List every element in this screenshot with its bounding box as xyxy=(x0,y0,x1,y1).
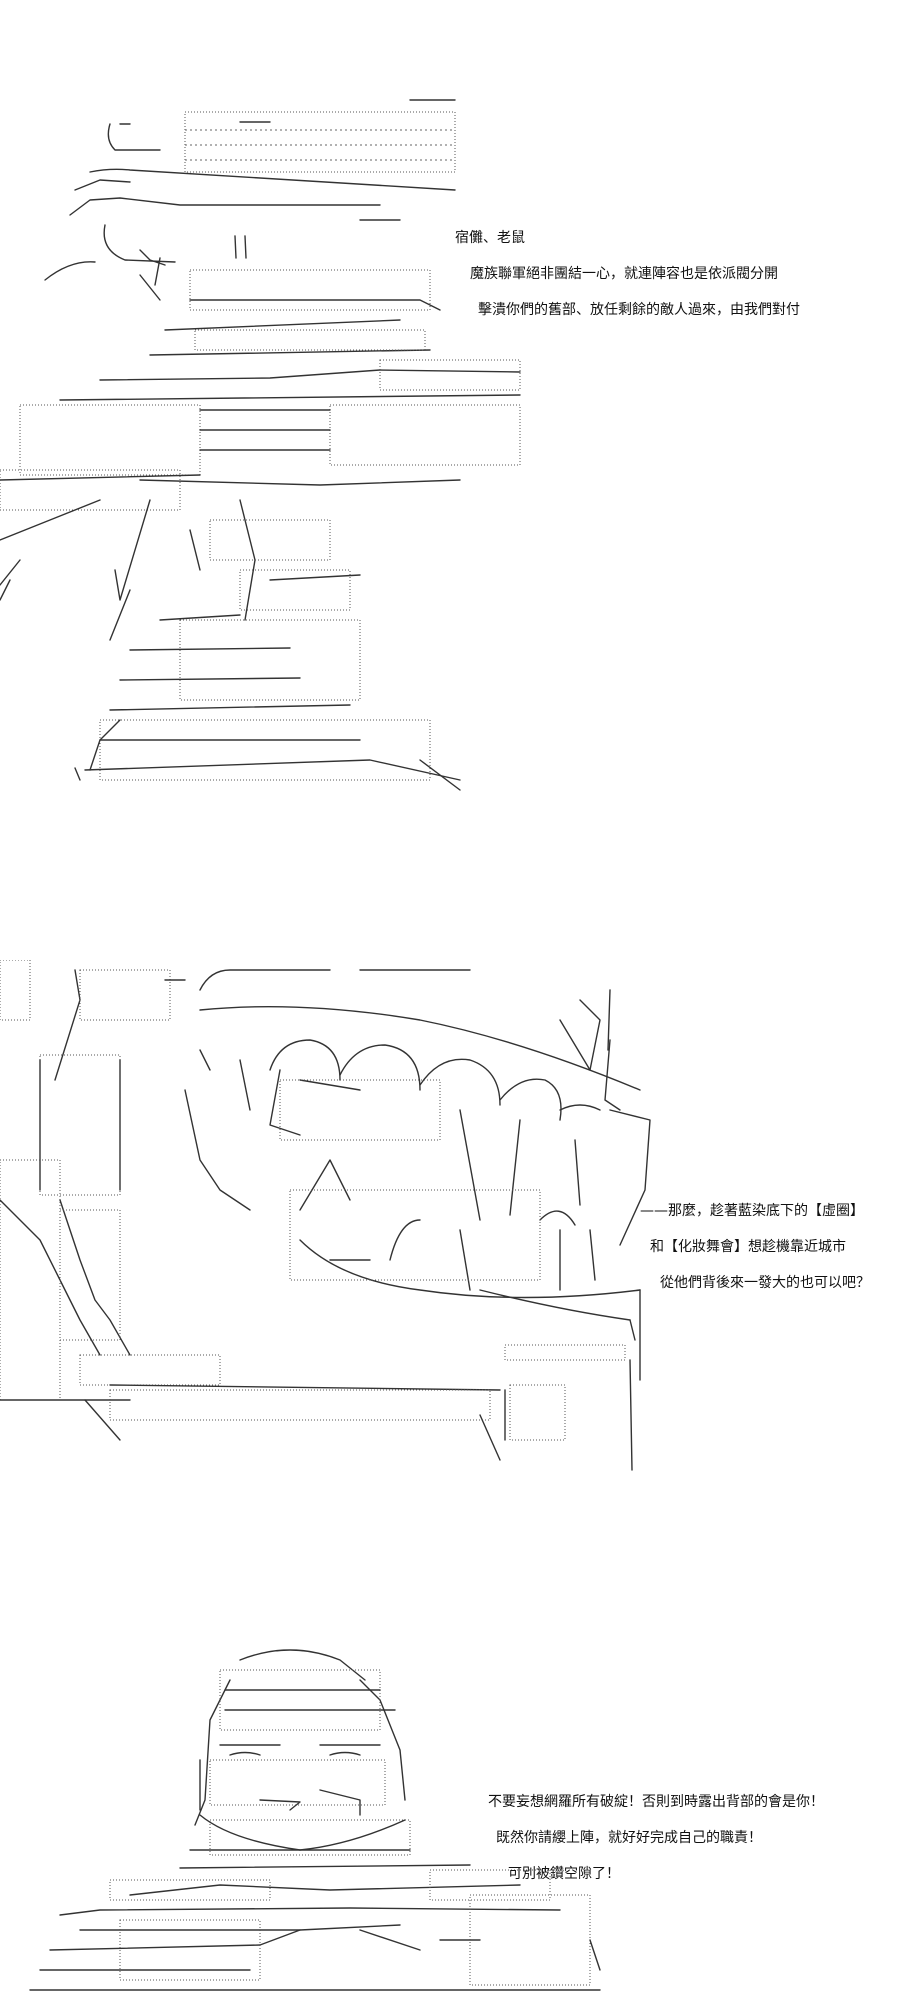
panel-2: ——那麼，趁著藍染底下的【虛圈】 和【化妝舞會】想趁機靠近城市 從他們背後來一發… xyxy=(0,960,908,1480)
dialogue-line: 既然你請纓上陣，就好好完成自己的職責！ xyxy=(496,1830,762,1846)
ascii-art-giant-mouth xyxy=(0,960,651,1471)
dialogue-line: 不要妄想網羅所有破綻！否則到時露出背部的會是你！ xyxy=(488,1794,824,1810)
ascii-art-figure-hooded xyxy=(0,99,521,791)
dialogue-line: 擊潰你們的舊部、放任剩餘的敵人過來，由我們對付 xyxy=(478,302,800,318)
dialogue-line: 魔族聯軍絕非團結一心，就連陣容也是依派閥分開 xyxy=(470,266,778,282)
dialogue-line: 和【化妝舞會】想趁機靠近城市 xyxy=(650,1239,846,1255)
panel-3: 不要妄想網羅所有破綻！否則到時露出背部的會是你！ 既然你請纓上陣，就好好完成自己… xyxy=(0,1640,908,2000)
dialogue-line: 宿儺、老鼠 xyxy=(455,230,525,246)
panel-1: 宿儺、老鼠 魔族聯軍絕非團結一心，就連陣容也是依派閥分開 擊潰你們的舊部、放任剩… xyxy=(0,0,908,800)
dialogue-line: 可別被鑽空隙了！ xyxy=(508,1866,620,1882)
dialogue-line: 從他們背後來一發大的也可以吧？ xyxy=(660,1275,870,1291)
dialogue-line: ——那麼，趁著藍染底下的【虛圈】 xyxy=(640,1203,864,1219)
ascii-art-masked-figure xyxy=(29,1649,601,1991)
